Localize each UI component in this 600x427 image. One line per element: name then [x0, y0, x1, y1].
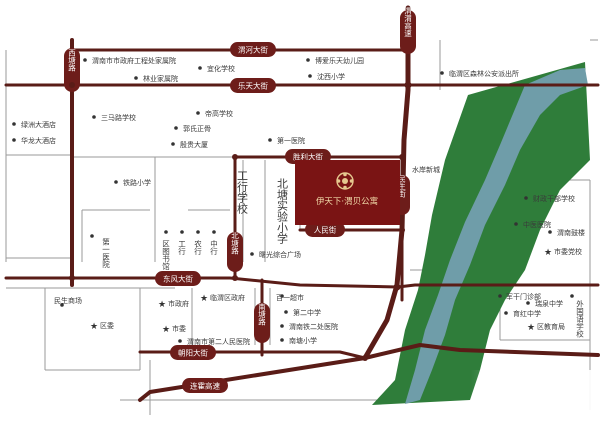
poi-label: 林业家属院 [143, 74, 178, 83]
poi-label: 区委 [100, 321, 114, 330]
map-fade [470, 370, 600, 410]
poi-label: 绿洲大酒店 [21, 120, 56, 129]
poi-label: 市政府 [168, 299, 189, 308]
poi-label: 农行 [193, 239, 202, 256]
svg-text:民生街: 民生街 [397, 174, 406, 198]
poi-label: 外国语学校 [575, 299, 584, 339]
svg-text:朝阳大街: 朝阳大街 [178, 348, 208, 358]
poi-label: 百一超市 [276, 293, 304, 302]
poi-label: 第二中学 [293, 308, 321, 317]
road-nodes [69, 81, 412, 361]
svg-text:连霍高速: 连霍高速 [190, 381, 220, 391]
road-label-chaoyang: 朝阳大街 [170, 345, 216, 360]
poi-label: 中行 [209, 239, 218, 256]
road-label-letian: 乐天大街 [230, 78, 276, 93]
poi-label: 华龙大酒店 [21, 136, 56, 145]
star-icon: ★ [162, 325, 170, 335]
svg-text:南塘路: 南塘路 [257, 301, 266, 325]
star-icon: ★ [158, 300, 166, 310]
poi-label: 殷贵大厦 [180, 140, 208, 149]
poi-label: 财政干部学校 [533, 194, 575, 203]
poi-label: 军干门诊部 [506, 292, 541, 301]
svg-text:北塘路: 北塘路 [230, 231, 239, 254]
road-label-weihe: 渭河大街 [230, 42, 276, 57]
poi-label: 育红中学 [513, 309, 541, 318]
poi-label: 帝高学校 [205, 109, 233, 118]
poi-label: 区教育局 [537, 322, 565, 331]
project-name: 伊天下·渭贝公寓 [316, 196, 378, 207]
road-label-dongfeng: 东风大街 [155, 271, 201, 286]
vertical-pois: 工行学校 北塘实验小学 第一医院 区图书馆 工行 农行 中行 外国语学校 [90, 170, 585, 339]
poi-label: 渭南铁二处医院 [289, 322, 338, 331]
poi-label: 沈西小学 [317, 72, 345, 81]
poi-label: 工行 [177, 240, 186, 256]
poi-label: 工行学校 [236, 170, 249, 215]
star-icon: ★ [90, 322, 98, 332]
road-label-beitang: 北塘路 [227, 231, 243, 272]
star-icon: ★ [544, 248, 552, 258]
poi-label: 郭氏正骨 [183, 124, 211, 133]
poi-label: 瑞泉中学 [535, 299, 563, 308]
poi-label: 铁路小学 [123, 178, 151, 187]
poi-label: 市委 [172, 324, 186, 333]
road-label-xitang: 西塘路 [64, 48, 80, 92]
svg-text:东风大街: 东风大街 [163, 274, 193, 284]
poi-label: 第一医院 [101, 237, 110, 269]
project-logo-icon [336, 172, 354, 190]
poi-label: 水岸新城 [412, 165, 440, 174]
poi-label: 三马路学校 [101, 113, 136, 122]
poi-label: 市委党校 [554, 247, 582, 256]
svg-text:胜利大街: 胜利大街 [293, 152, 323, 162]
river [405, 68, 588, 404]
road-label-renmin: 人民街 [305, 222, 345, 237]
road-label-nantang: 南塘路 [254, 301, 270, 343]
svg-text:乐天大街: 乐天大街 [238, 81, 268, 91]
poi-label: 临渭区森林公安派出所 [449, 69, 519, 78]
poi-label: 宜化学校 [207, 64, 235, 73]
svg-text:渭渭高速: 渭渭高速 [403, 6, 412, 39]
poi-label: 博爱乐天幼儿园 [315, 56, 364, 65]
svg-text:渭河大街: 渭河大街 [238, 45, 268, 55]
road-labels: 渭河大街 乐天大街 胜利大街 人民街 东风大街 朝阳大街 连霍高速 [64, 6, 416, 393]
poi-label: 区图书馆 [161, 240, 170, 271]
poi-label: 曙光综合广场 [259, 250, 301, 259]
star-icon: ★ [200, 294, 208, 304]
poi-label: 渭南市第二人民医院 [187, 337, 250, 346]
poi-label: 民生商场 [54, 296, 82, 305]
poi-label: 第一医院 [277, 136, 305, 145]
poi-label: 临渭区政府 [210, 293, 245, 302]
svg-text:西塘路: 西塘路 [67, 48, 76, 71]
poi-label: 南塘小学 [289, 336, 317, 345]
road-label-weiwei: 渭渭高速 [400, 6, 416, 54]
pois: 渭南市市政府工程处家属院 宜化学校 林业家属院 博爱乐天幼儿园 沈西小学 临渭区… [12, 56, 585, 346]
poi-label: 渭南鼓楼 [557, 228, 585, 237]
road-label-lianhuo: 连霍高速 [182, 378, 228, 393]
project-block[interactable]: 伊天下·渭贝公寓 [295, 160, 400, 225]
svg-text:人民街: 人民街 [314, 225, 337, 235]
poi-label: 渭南市市政府工程处家属院 [92, 56, 176, 65]
poi-label: 北塘实验小学 [276, 178, 289, 244]
poi-label: 中医医院 [523, 220, 551, 229]
star-icon: ★ [527, 323, 535, 333]
